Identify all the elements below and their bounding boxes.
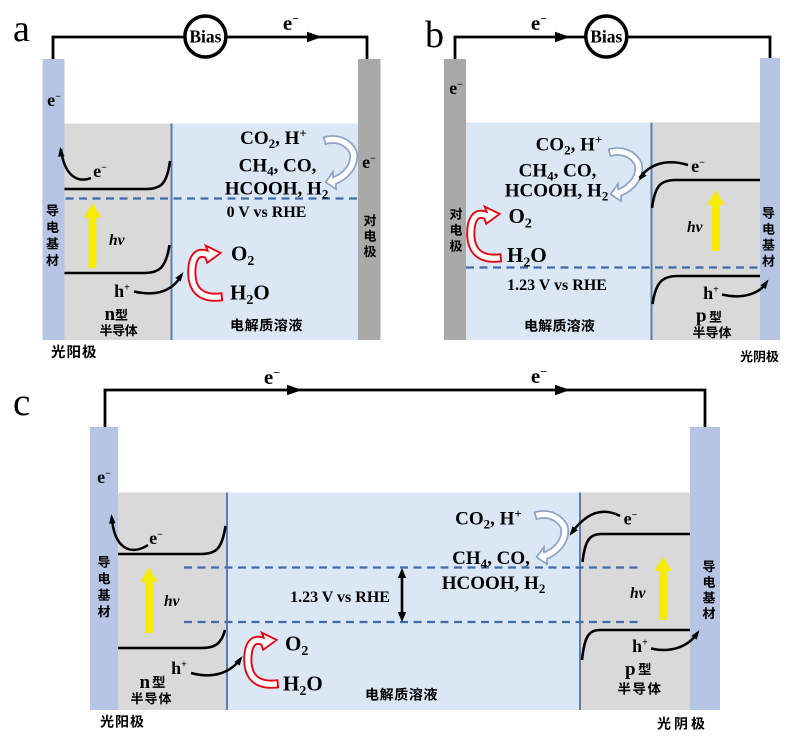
svg-text:HCOOH, H2: HCOOH, H2 <box>442 573 546 596</box>
svg-text:p: p <box>625 659 636 680</box>
svg-text:1.23 V vs RHE: 1.23 V vs RHE <box>507 277 607 294</box>
svg-text:Bias: Bias <box>189 27 221 47</box>
svg-text:hν: hν <box>630 585 647 602</box>
svg-text:n: n <box>140 672 151 693</box>
svg-text:c: c <box>13 381 30 424</box>
svg-text:HCOOH, H2: HCOOH, H2 <box>225 179 329 202</box>
svg-text:Bias: Bias <box>590 27 622 47</box>
svg-text:hν: hν <box>164 593 181 610</box>
svg-text:CH4, CO,: CH4, CO, <box>452 548 530 571</box>
svg-text:a: a <box>13 8 30 50</box>
svg-text:hν: hν <box>109 232 126 249</box>
svg-text:b: b <box>425 14 444 56</box>
svg-text:p: p <box>696 306 707 327</box>
svg-text:n: n <box>105 304 116 325</box>
svg-text:0 V vs RHE: 0 V vs RHE <box>227 204 307 221</box>
svg-text:CO2, H+: CO2, H+ <box>240 126 307 152</box>
svg-text:CH4, CO,: CH4, CO, <box>519 161 597 184</box>
svg-text:CH4, CO,: CH4, CO, <box>239 156 317 179</box>
svg-text:1.23 V vs RHE: 1.23 V vs RHE <box>290 589 390 606</box>
svg-text:hν: hν <box>687 219 704 236</box>
svg-text:HCOOH, H2: HCOOH, H2 <box>505 181 609 204</box>
